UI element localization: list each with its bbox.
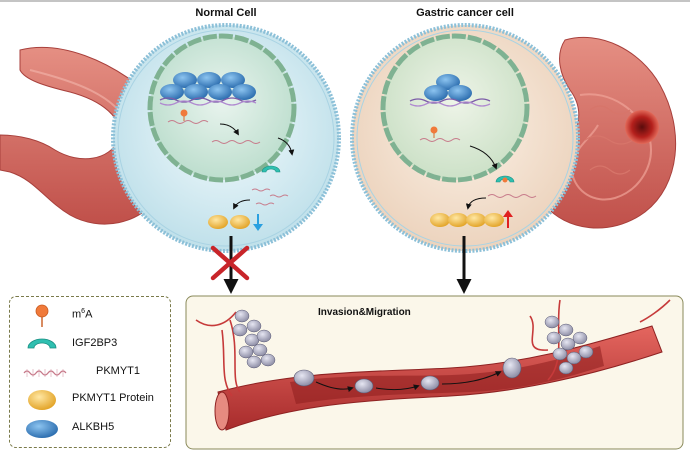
legend-item-pkmyt1-protein: PKMYT1 Protein — [10, 387, 170, 413]
cancer-cell — [350, 23, 580, 253]
legend-item-m6a: m6A — [10, 303, 170, 329]
tumor-cluster-left — [195, 309, 276, 397]
normal-cell-title: Normal Cell — [195, 7, 256, 19]
invasion-title: Invasion&Migration — [318, 307, 411, 318]
legend-item-igf2bp3: IGF2BP3 — [10, 332, 170, 358]
cancer-cell-title: Gastric cancer cell — [416, 7, 514, 19]
alkbh5-cluster-reduced — [424, 74, 472, 101]
invasion-migration-panel: Invasion&Migration — [185, 295, 684, 450]
legend-item-pkmyt1: PKMYT1 — [10, 360, 170, 386]
alkbh5-cluster — [160, 72, 256, 100]
normal-cell — [111, 23, 341, 253]
igf2bp3-icon — [27, 338, 57, 349]
protein-icon — [28, 390, 56, 410]
legend-item-alkbh5: ALKBH5 — [10, 416, 170, 442]
alkbh5-icon — [26, 420, 58, 438]
m6a-pin-icon — [35, 304, 49, 327]
legend-label-alkbh5: ALKBH5 — [72, 421, 115, 433]
legend-label-m6a: m6A — [72, 308, 93, 321]
mrna-strand-icon — [23, 369, 67, 377]
tumor-icon — [625, 110, 659, 144]
legend-label-igf2bp3: IGF2BP3 — [72, 337, 118, 349]
tumor-cluster-right — [529, 299, 671, 381]
m6a-mark — [180, 109, 188, 117]
blocked-cross-icon — [210, 245, 250, 281]
legend-panel: m6A IGF2BP3 PKMYT1 PKMYT1 Protein — [9, 296, 171, 448]
cancer-stomach-illustration — [537, 36, 677, 229]
legend-label-pkmyt1: PKMYT1 — [96, 365, 141, 377]
legend-label-pkmyt1-protein: PKMYT1 Protein — [72, 392, 154, 404]
